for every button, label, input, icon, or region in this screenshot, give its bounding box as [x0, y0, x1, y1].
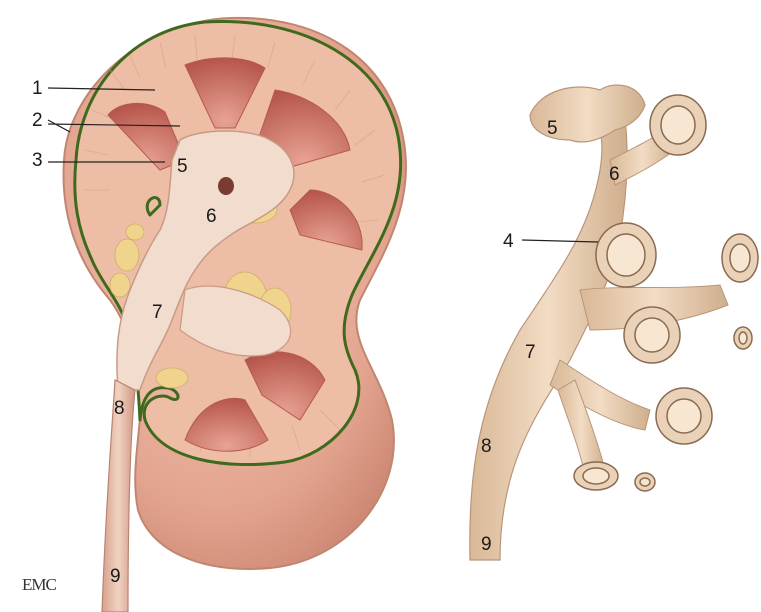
calyx-cup-8 — [734, 327, 752, 349]
calyx-cup-5 — [656, 388, 712, 444]
label-right-5: 5 — [547, 118, 558, 139]
label-left-5: 5 — [177, 156, 188, 177]
emc-logo: EMC — [22, 575, 57, 594]
label-left-6: 6 — [206, 206, 217, 227]
label-right-9: 9 — [481, 534, 492, 555]
calyx-cup-4 — [624, 307, 680, 363]
calyx-cup-6 — [574, 462, 618, 490]
calyx-cup-3 — [722, 234, 758, 282]
calyx-cup-2 — [596, 223, 656, 287]
label-left-2: 2 — [32, 110, 43, 131]
label-right-4: 4 — [503, 231, 514, 252]
label-left-9: 9 — [110, 566, 121, 587]
label-right-8: 8 — [481, 436, 492, 457]
calyx-cup-1 — [650, 95, 706, 155]
pelvicalyceal-cast: 5 6 4 7 8 9 — [470, 85, 758, 560]
kidney-section: 1 2 3 5 6 7 8 9 — [32, 18, 406, 612]
label-right-6: 6 — [609, 164, 620, 185]
label-left-7: 7 — [152, 302, 163, 323]
label-right-7: 7 — [525, 342, 536, 363]
calyx-cup-7 — [635, 473, 655, 491]
calyx-opening — [218, 177, 234, 195]
label-left-8: 8 — [114, 398, 125, 419]
label-left-1: 1 — [32, 78, 43, 99]
label-left-3: 3 — [32, 150, 43, 171]
